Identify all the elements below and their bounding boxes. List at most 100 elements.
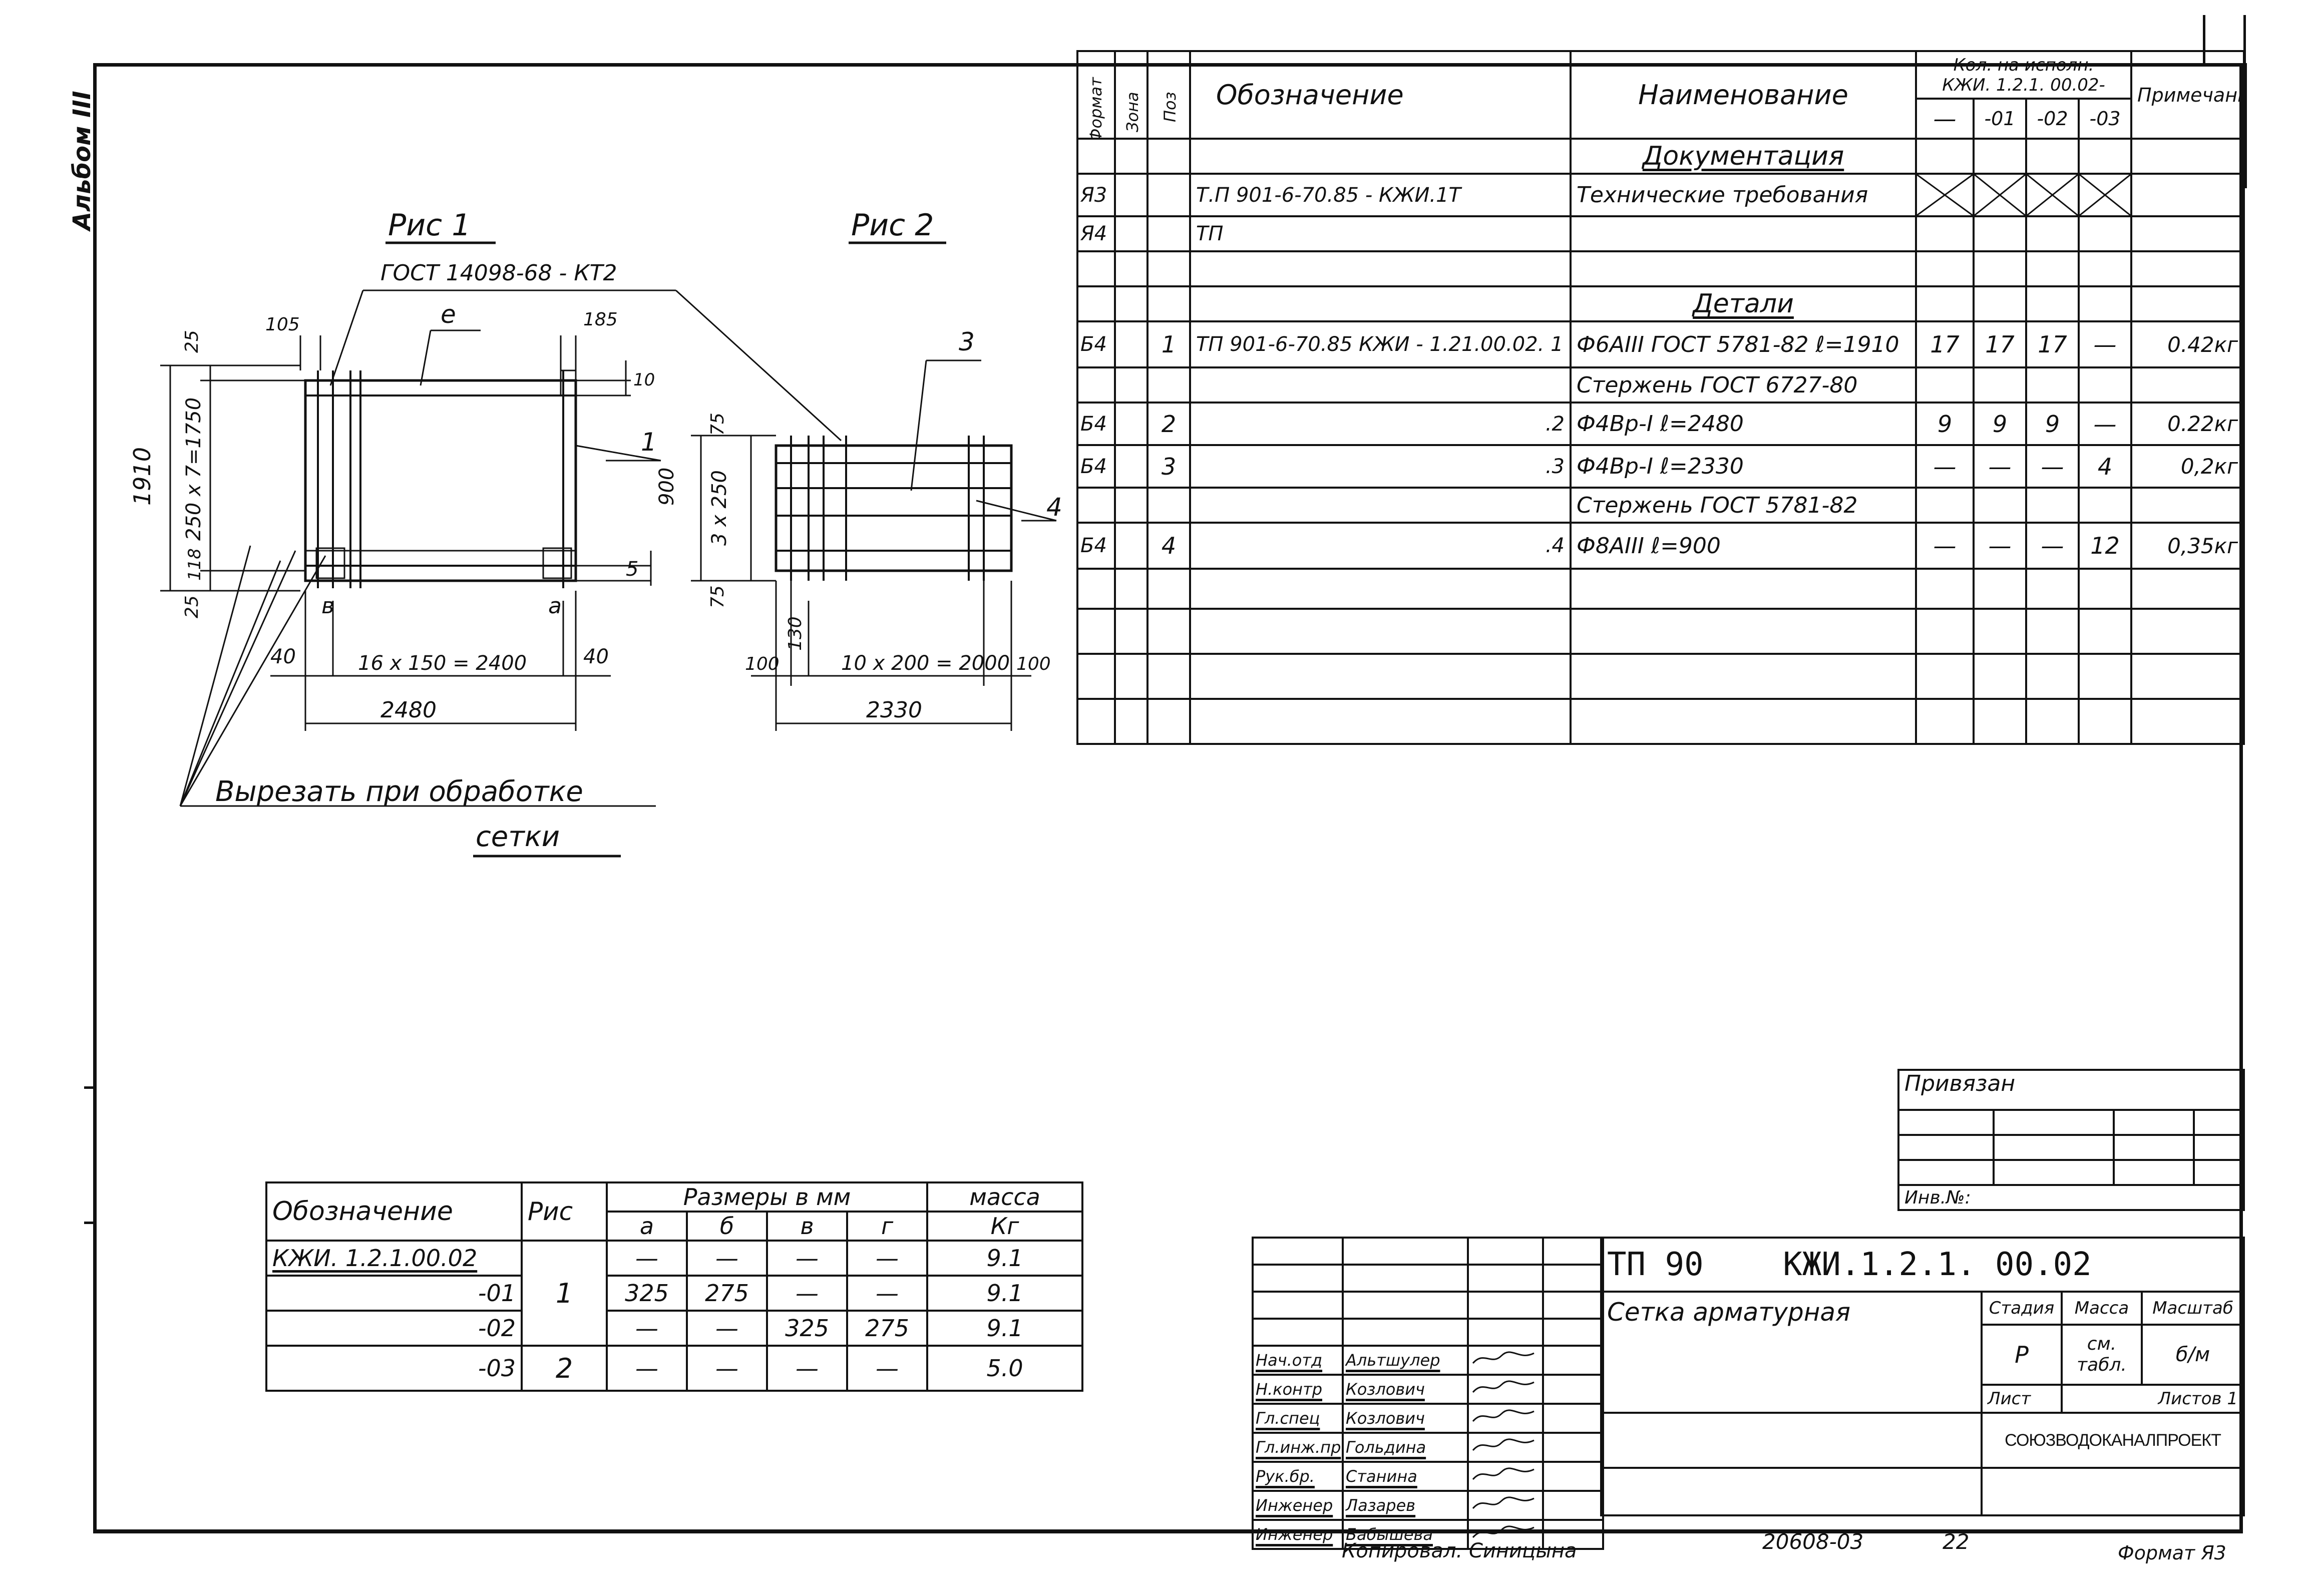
spec-cell-qty: — bbox=[1973, 522, 2027, 570]
spec-cell-note: 0.42кг bbox=[2130, 320, 2245, 368]
spec-cell-note bbox=[2130, 250, 2245, 287]
spec-cell-qty: 17 bbox=[1915, 320, 1975, 368]
staff-row: Рук.бр.Станина bbox=[1252, 1461, 1604, 1492]
dims-row-des: -03 bbox=[265, 1345, 523, 1392]
spec-cell-zone bbox=[1114, 138, 1148, 175]
spec-cell-name bbox=[1570, 215, 1917, 252]
dims-cell-a: — bbox=[606, 1345, 688, 1392]
dims-cell-b: — bbox=[686, 1310, 768, 1347]
staff-date bbox=[1542, 1432, 1604, 1463]
spec-cell-qty bbox=[2025, 285, 2080, 322]
spec-cell-qty bbox=[2025, 366, 2080, 404]
fig1-dim-185: 185 bbox=[583, 309, 618, 330]
staff-empty bbox=[1542, 1318, 1604, 1347]
spec-cell-format bbox=[1076, 698, 1116, 745]
mass-value: см. табл. bbox=[2061, 1324, 2143, 1386]
staff-empty bbox=[1542, 1237, 1604, 1266]
tied-cell bbox=[2192, 1109, 2245, 1136]
spec-cell-zone bbox=[1114, 215, 1148, 252]
fig2-label-4: 4 bbox=[1046, 493, 1062, 522]
spec-cell-format: Б4 bbox=[1076, 444, 1116, 489]
staff-empty bbox=[1542, 1291, 1604, 1320]
staff-empty bbox=[1467, 1237, 1544, 1266]
spec-cell-pos bbox=[1146, 366, 1191, 404]
spec-cell-qty bbox=[2077, 285, 2133, 322]
sheets-head: Листов 1 bbox=[2061, 1384, 2245, 1414]
staff-name: Гольдина bbox=[1342, 1432, 1469, 1463]
spec-cell-qty bbox=[1973, 608, 2027, 655]
spec-cell-designation bbox=[1189, 285, 1572, 322]
spec-cell-zone bbox=[1114, 320, 1148, 368]
tied-cell bbox=[1993, 1159, 2115, 1186]
spec-cell-name bbox=[1570, 250, 1917, 287]
fig2-dim-75-bottom: 75 bbox=[707, 585, 728, 608]
spec-cell-designation bbox=[1189, 568, 1572, 610]
spec-cell-qty bbox=[1915, 285, 1975, 322]
title-empty-cell bbox=[1981, 1467, 2245, 1516]
spec-head-designation: Обозначение bbox=[1189, 50, 1572, 140]
spec-cell-format bbox=[1076, 487, 1116, 524]
mass-head: Масса bbox=[2061, 1291, 2143, 1326]
dims-row: -03 2 — — — — 5.0 bbox=[265, 1345, 1084, 1392]
spec-cell-designation bbox=[1189, 250, 1572, 287]
spec-row bbox=[1076, 608, 2245, 655]
spec-cell-qty bbox=[1915, 487, 1975, 524]
dims-row: КЖИ. 1.2.1.00.02 1 — — — — 9.1 bbox=[265, 1240, 1084, 1347]
spec-cell-qty bbox=[1973, 173, 2027, 217]
spec-cell-zone bbox=[1114, 402, 1148, 446]
staff-empty bbox=[1342, 1318, 1469, 1347]
spec-cell-qty bbox=[1915, 608, 1975, 655]
spec-cell-pos bbox=[1146, 608, 1191, 655]
spec-head-pos: Поз bbox=[1146, 50, 1191, 140]
fig1-dim-40-right: 40 bbox=[583, 645, 609, 668]
cut-note-line1: Вырезать при обработке bbox=[215, 775, 583, 808]
spec-cell-zone bbox=[1114, 568, 1148, 610]
spec-cell-zone bbox=[1114, 653, 1148, 700]
staff-empty bbox=[1252, 1264, 1344, 1293]
dims-cell-g: 275 bbox=[846, 1310, 929, 1347]
spec-cell-zone bbox=[1114, 522, 1148, 570]
signature-icon bbox=[1467, 1345, 1544, 1376]
scale-value: б/м bbox=[2141, 1324, 2245, 1386]
spec-cell-qty bbox=[2077, 487, 2133, 524]
spec-cell-format bbox=[1076, 250, 1116, 287]
dims-cell-mass: 9.1 bbox=[926, 1275, 1084, 1312]
fig1-dim-2480: 2480 bbox=[380, 697, 437, 723]
spec-cell-qty bbox=[1915, 568, 1975, 610]
spec-cell-qty bbox=[2077, 608, 2133, 655]
spec-cell-pos bbox=[1146, 215, 1191, 252]
tied-cell bbox=[2192, 1134, 2245, 1161]
staff-name: Козлович bbox=[1342, 1403, 1469, 1434]
spec-row: Стержень ГОСТ 5781-82 bbox=[1076, 487, 2245, 524]
fig2-label-3: 3 bbox=[959, 327, 975, 356]
spec-head-v1: -01 bbox=[1973, 98, 2027, 140]
spec-cell-format: Б4 bbox=[1076, 320, 1116, 368]
fig1-label-5: 5 bbox=[626, 558, 638, 581]
spec-cell-zone bbox=[1114, 487, 1148, 524]
spec-cell-pos bbox=[1146, 250, 1191, 287]
dims-cell-b: — bbox=[686, 1240, 768, 1277]
tied-box: Привязан Инв.№: bbox=[1897, 1069, 2245, 1211]
spec-cell-name: Ф8АIII ℓ=900 bbox=[1570, 522, 1917, 570]
staff-role: Рук.бр. bbox=[1252, 1461, 1344, 1492]
tied-title: Привязан bbox=[1897, 1069, 2245, 1111]
drawing-area: Рис 1 ГОСТ 14098-68 - КТ2 105 185 е 1 5 … bbox=[129, 208, 1062, 858]
dims-head-sizes: Размеры в мм bbox=[605, 1181, 929, 1213]
spec-cell-qty: 12 bbox=[2077, 522, 2133, 570]
signature-icon bbox=[1467, 1490, 1544, 1521]
dims-row-des: КЖИ. 1.2.1.00.02 bbox=[265, 1240, 523, 1277]
signature-icon bbox=[1467, 1374, 1544, 1405]
spec-cell-note bbox=[2130, 568, 2245, 610]
spec-cell-zone bbox=[1114, 608, 1148, 655]
spec-cell-qty bbox=[1915, 250, 1975, 287]
dims-cell-a: — bbox=[606, 1240, 688, 1277]
fig1-title: Рис 1 bbox=[388, 208, 471, 243]
spec-cell-name: Документация bbox=[1570, 138, 1917, 175]
cross-mark-icon bbox=[1975, 175, 2025, 215]
spec-cell-qty bbox=[2077, 215, 2133, 252]
